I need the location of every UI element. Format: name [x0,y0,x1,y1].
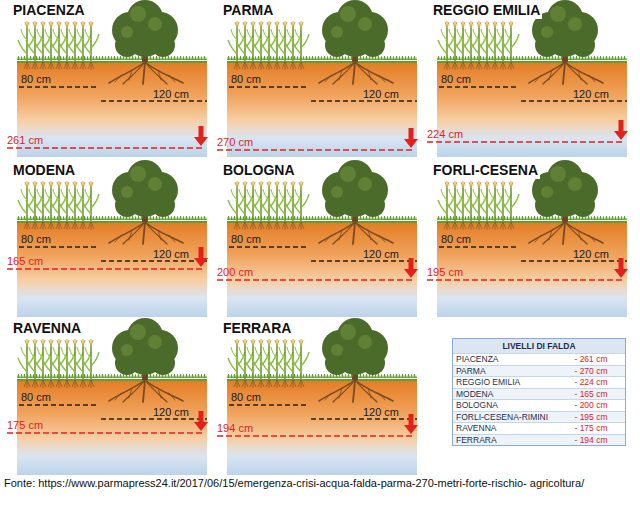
water-table-depth: 200 cm [217,266,253,278]
table-region: RAVENNA [453,422,557,434]
panel-art [217,0,418,157]
region-panel: PARMA 80 cm 120 cm 270 cm [215,0,425,160]
depth-label: 80 cm [21,73,51,85]
depth-label: 80 cm [231,391,261,403]
table-value: - 165 cm [557,388,625,400]
table-region: PIACENZA [453,353,557,365]
water-table-depth: 224 cm [427,128,463,140]
table-region: FORLI-CESENA-RIMINI [453,411,557,423]
table-value: - 270 cm [557,365,625,377]
city-title: REGGIO EMILIA [431,2,542,19]
panel-art [7,318,208,475]
panel-art [7,160,208,317]
depth-label: 120 cm [363,88,399,100]
table-value: - 200 cm [557,399,625,411]
city-title: MODENA [11,162,77,179]
table-value: - 175 cm [557,422,625,434]
depth-label: 120 cm [573,88,609,100]
city-title: PARMA [221,2,275,19]
region-panel: REGGIO EMILIA 80 cm 120 cm 224 cm [425,0,635,160]
panel-art [427,0,628,157]
depth-label: 120 cm [153,406,189,418]
panel-art [427,160,628,317]
region-panel: MODENA 80 cm 120 cm 165 cm [5,160,215,320]
table-header: LIVELLI DI FALDA [453,339,625,353]
depth-label: 80 cm [21,391,51,403]
table-value: - 224 cm [557,376,625,388]
depth-label: 80 cm [231,73,261,85]
water-table-depth: 175 cm [7,419,43,431]
city-title: RAVENNA [11,320,83,337]
region-panel: BOLOGNA 80 cm 120 cm 200 cm [215,160,425,320]
panel-art [217,318,418,475]
water-table-depth: 194 cm [217,422,253,434]
source-caption: Fonte: https://www.parmapress24.it/2017/… [4,477,636,490]
table-value: - 194 cm [557,434,625,446]
region-panel: FORLI-CESENA 80 cm 120 cm 195 cm [425,160,635,320]
depth-label: 80 cm [441,233,471,245]
depth-label: 120 cm [153,88,189,100]
region-panel: RAVENNA 80 cm 120 cm 175 cm [5,318,215,478]
region-panel: PIACENZA 80 cm 120 cm 261 cm [5,0,215,160]
region-panel: FERRARA 80 cm 120 cm 194 cm [215,318,425,478]
data-table: LIVELLI DI FALDAPIACENZA- 261 cmPARMA- 2… [452,338,626,446]
depth-label: 120 cm [363,406,399,418]
water-table-depth: 270 cm [217,136,253,148]
city-title: FERRARA [221,320,293,337]
water-table-depth: 261 cm [7,134,43,146]
depth-label: 80 cm [231,233,261,245]
depth-label: 120 cm [153,248,189,260]
city-title: FORLI-CESENA [431,162,540,179]
table-value: - 261 cm [557,353,625,365]
table-region: BOLOGNA [453,399,557,411]
panel-art [217,160,418,317]
table-region: FERRARA [453,434,557,446]
table-value: - 195 cm [557,411,625,423]
table-region: PARMA [453,365,557,377]
table-region: REGGIO EMILIA [453,376,557,388]
city-title: BOLOGNA [221,162,297,179]
depth-label: 120 cm [573,248,609,260]
depth-label: 80 cm [21,233,51,245]
depth-label: 80 cm [441,73,471,85]
depth-label: 120 cm [363,248,399,260]
water-table-depth: 195 cm [427,266,463,278]
table-region: MODENA [453,388,557,400]
city-title: PIACENZA [11,2,87,19]
water-table-depth: 165 cm [7,255,43,267]
panel-art [7,0,208,157]
